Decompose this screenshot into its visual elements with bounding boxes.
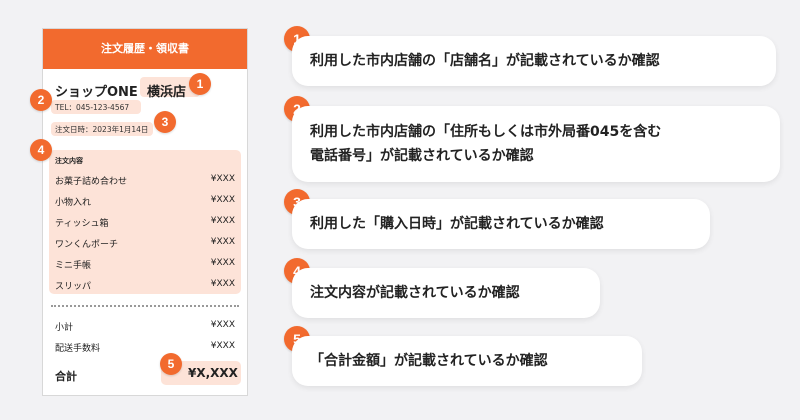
callout-text: 「合計金額」が記載されているか確認: [310, 353, 548, 369]
shipping-label: 配送手数料: [55, 344, 101, 354]
list-item: ミニ手帳 ¥XXX: [55, 258, 235, 272]
marker-4: 4: [30, 139, 52, 161]
items-title: 注文内容: [55, 157, 83, 165]
callout-text-line1: 利用した市内店舗の「住所もしくは市外局番045を含む: [310, 124, 662, 140]
total-label: 合計: [55, 370, 77, 383]
list-item: スリッパ ¥XXX: [55, 279, 235, 293]
list-item: 小物入れ ¥XXX: [55, 195, 235, 209]
marker-5: 5: [160, 353, 182, 375]
item-name: 小物入れ: [55, 198, 92, 208]
total-value: ¥X,XXX: [188, 366, 238, 380]
branch-name: 横浜店: [147, 85, 187, 100]
item-name: ティッシュ箱: [55, 219, 109, 229]
callout-card-5: 「合計金額」が記載されているか確認: [292, 336, 642, 386]
item-name: スリッパ: [55, 282, 92, 292]
callout-card-1: 利用した市内店舗の「店舗名」が記載されているか確認: [292, 36, 776, 86]
subtotal-value: ¥XXX: [210, 320, 235, 330]
callout-text: 利用した市内店舗の「店舗名」が記載されているか確認: [310, 53, 660, 69]
tel-highlight: [51, 100, 141, 114]
marker-1: 1: [189, 73, 211, 95]
item-name: ワンくんポーチ: [55, 240, 119, 250]
subtotal-label: 小計: [55, 323, 74, 333]
callout-card-4: 注文内容が記載されているか確認: [292, 268, 600, 318]
list-item: お菓子詰め合わせ ¥XXX: [55, 174, 235, 188]
item-name: お菓子詰め合わせ: [55, 177, 128, 187]
item-name: ミニ手帳: [55, 261, 92, 271]
callout-text: 注文内容が記載されているか確認: [310, 285, 520, 301]
item-price: ¥XXX: [210, 174, 235, 184]
callout-card-2: 利用した市内店舗の「住所もしくは市外局番045を含む 電話番号」が記載されている…: [292, 106, 780, 182]
shipping-value: ¥XXX: [210, 341, 235, 351]
marker-3: 3: [154, 111, 176, 133]
order-date: 注文日時：2023年1月14日: [55, 125, 149, 134]
shipping-row: 配送手数料 ¥XXX: [55, 341, 235, 354]
callout-text-line2: 電話番号」が記載されているか確認: [310, 148, 534, 164]
divider: [51, 305, 239, 307]
list-item: ティッシュ箱 ¥XXX: [55, 216, 235, 230]
items-highlight: [49, 150, 241, 294]
subtotal-row: 小計 ¥XXX: [55, 320, 235, 333]
date-highlight: [51, 122, 153, 136]
item-price: ¥XXX: [210, 279, 235, 289]
shop-name: ショップONE: [55, 85, 138, 100]
callout-card-3: 利用した「購入日時」が記載されているか確認: [292, 199, 710, 249]
item-price: ¥XXX: [210, 258, 235, 268]
callout-text: 利用した「購入日時」が記載されているか確認: [310, 216, 604, 232]
item-price: ¥XXX: [210, 216, 235, 226]
item-price: ¥XXX: [210, 195, 235, 205]
branch-highlight: [140, 77, 200, 97]
list-item: ワンくんポーチ ¥XXX: [55, 237, 235, 251]
receipt-card: 注文履歴・領収書 ショップONE 横浜店 TEL：045-123-4567 注文…: [42, 28, 248, 396]
marker-2: 2: [30, 89, 52, 111]
shop-tel: TEL：045-123-4567: [55, 103, 130, 112]
item-price: ¥XXX: [210, 237, 235, 247]
receipt-header-title: 注文履歴・領収書: [43, 29, 247, 69]
